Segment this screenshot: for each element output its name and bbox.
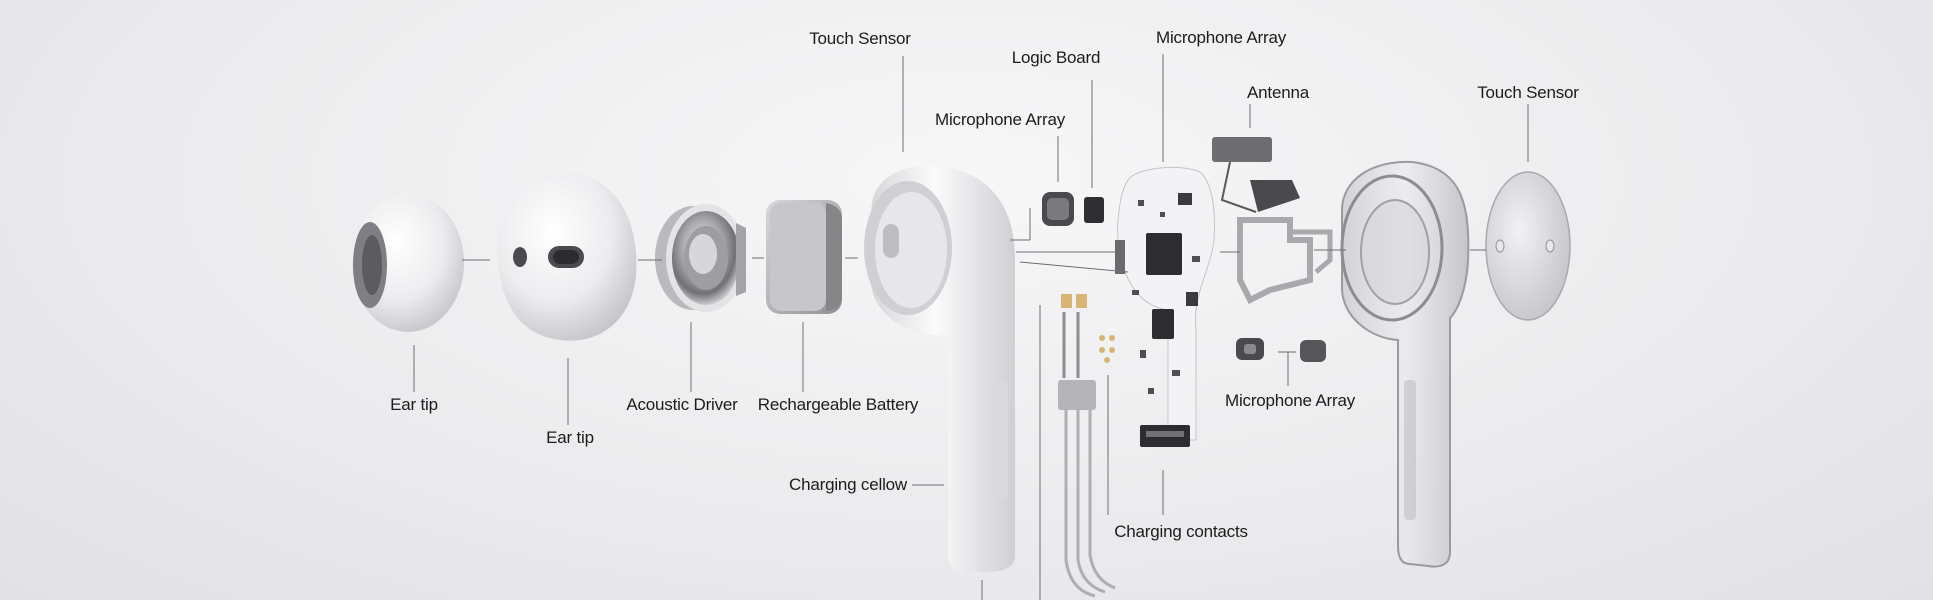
label-touch-sensor-right: Touch Sensor xyxy=(1477,83,1579,102)
charging-contacts xyxy=(1057,290,1116,598)
airpod-body-right-transparent xyxy=(1340,160,1470,568)
leader-lines xyxy=(413,54,1529,600)
label-microphone-array-left: Microphone Array xyxy=(934,110,1066,129)
microphone-array-module-left xyxy=(1042,192,1104,226)
label-ear-tip-1: Ear tip xyxy=(390,395,438,414)
label-acoustic-driver: Acoustic Driver xyxy=(626,395,738,414)
logic-board xyxy=(1115,166,1215,447)
ear-tip-shell xyxy=(497,171,637,341)
label-microphone-array-top: Microphone Array xyxy=(1155,28,1287,47)
rechargeable-battery xyxy=(766,200,842,314)
label-touch-sensor-left: Touch Sensor xyxy=(809,29,911,48)
antenna xyxy=(1212,137,1333,305)
label-charging-cellow: Charging cellow xyxy=(789,475,907,494)
ear-tip-silicone xyxy=(352,194,464,332)
label-logic-board: Logic Board xyxy=(1011,48,1101,67)
label-charging-contacts: Charging contacts xyxy=(1114,522,1248,541)
label-microphone-array-bottom: Microphone Array xyxy=(1224,391,1356,410)
label-antenna: Antenna xyxy=(1247,83,1309,102)
label-ear-tip-2: Ear tip xyxy=(546,428,594,447)
airpod-body-left xyxy=(864,165,1015,572)
touch-sensor-disc xyxy=(1485,171,1571,321)
microphone-array-module-bottom xyxy=(1236,338,1326,362)
label-rechargeable-battery: Rechargeable Battery xyxy=(757,395,919,414)
acoustic-driver xyxy=(655,204,746,312)
